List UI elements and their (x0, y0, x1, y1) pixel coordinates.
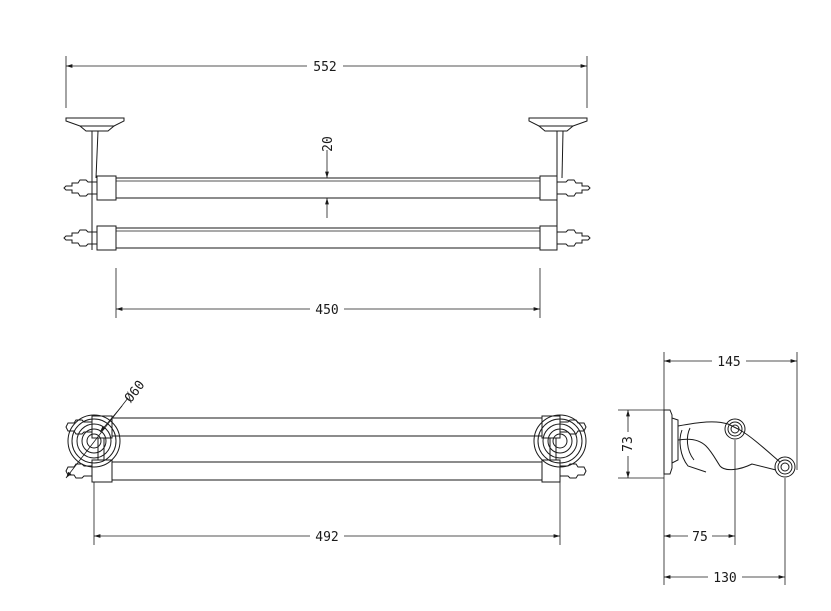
dim-projection-upper-rail: 75 (692, 530, 708, 545)
dim-overall-width: 552 (313, 60, 336, 75)
side-elevation: 145 73 75 130 (618, 352, 798, 586)
front-elevation: 552 20 450 (63, 56, 591, 318)
dim-projection-total: 145 (717, 355, 740, 370)
dim-projection-lower-rail: 130 (713, 571, 736, 586)
dim-height: 73 (621, 436, 636, 452)
dim-rose-diameter: Ø60 (122, 378, 148, 406)
dim-rail-spacing: 20 (321, 136, 336, 152)
plan-view: Ø60 492 (65, 378, 587, 545)
dim-fixing-centres: 492 (315, 530, 338, 545)
dim-rail-length: 450 (315, 303, 338, 318)
